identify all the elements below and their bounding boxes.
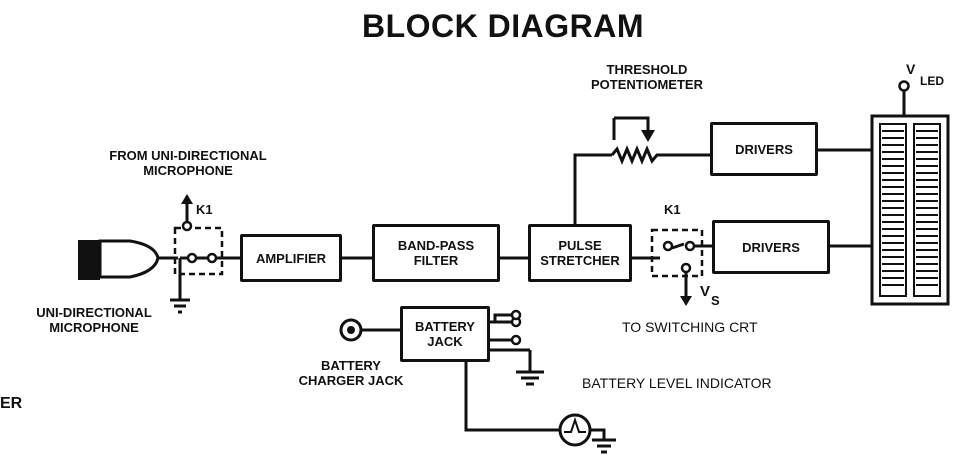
- vs-label: V: [700, 283, 711, 300]
- vled-sub-label: LED: [920, 74, 944, 88]
- k1-left-label: K1: [196, 202, 213, 217]
- bandpass-label-2: FILTER: [413, 253, 459, 268]
- vs-sub-label: S: [711, 293, 720, 308]
- k1-right-label: K1: [664, 202, 681, 217]
- pulse-label-2: STRETCHER: [540, 253, 620, 268]
- amplifier-label: AMPLIFIER: [255, 250, 327, 266]
- threshold-line-2: POTENTIOMETER: [591, 77, 703, 92]
- microphone-body-icon: [98, 239, 160, 279]
- drivers-bottom-block: DRIVERS: [712, 220, 830, 274]
- threshold-label: THRESHOLD POTENTIOMETER: [572, 62, 722, 92]
- k1-right-relay-icon: [650, 228, 704, 278]
- bandpass-filter-block: BAND-PASS FILTER: [372, 224, 500, 282]
- potentiometer-icon: [610, 145, 710, 165]
- battery-level-label: BATTERY LEVEL INDICATOR: [582, 375, 772, 391]
- battery-jack-block: BATTERY JACK: [400, 306, 490, 362]
- amplifier-block: AMPLIFIER: [240, 234, 342, 282]
- to-switching-label: TO SWITCHING CRT: [622, 319, 758, 335]
- battery-jack-label-1: BATTERY: [415, 319, 475, 334]
- from-mic-line-2: MICROPHONE: [143, 163, 233, 178]
- ground-icon-3: [592, 438, 616, 454]
- charger-label: BATTERY CHARGER JACK: [286, 358, 416, 388]
- diagram-title: BLOCK DIAGRAM: [362, 8, 645, 44]
- charger-line-1: BATTERY: [321, 358, 381, 373]
- vled-v: V: [906, 61, 916, 77]
- cut-off-text: ER: [0, 395, 23, 412]
- bandpass-label-1: BAND-PASS: [397, 238, 475, 253]
- ground-icon-2: [516, 350, 544, 386]
- uni-mic-line-2: MICROPHONE: [49, 320, 139, 335]
- from-mic-line-1: FROM UNI-DIRECTIONAL: [109, 148, 267, 163]
- battery-jack-label-2: JACK: [427, 334, 463, 349]
- k1-left-relay-icon: [173, 226, 224, 276]
- uni-mic-line-1: UNI-DIRECTIONAL: [36, 305, 152, 320]
- drivers-top-block: DRIVERS: [710, 122, 818, 176]
- pulse-stretcher-block: PULSE STRETCHER: [528, 224, 632, 282]
- uni-mic-label: UNI-DIRECTIONAL MICROPHONE: [14, 305, 174, 335]
- drivers-top-label: DRIVERS: [735, 141, 793, 157]
- charger-line-2: CHARGER JACK: [298, 373, 404, 388]
- led-bargraph-icon: [870, 114, 950, 306]
- ground-icon: [170, 298, 190, 314]
- threshold-line-1: THRESHOLD: [606, 62, 688, 77]
- vled-label: V: [906, 62, 915, 77]
- pulse-label-1: PULSE: [558, 238, 602, 253]
- led-segments: [882, 130, 938, 286]
- drivers-bottom-label: DRIVERS: [742, 239, 800, 255]
- microphone-capsule-icon: [78, 240, 100, 280]
- from-mic-label: FROM UNI-DIRECTIONAL MICROPHONE: [88, 148, 288, 178]
